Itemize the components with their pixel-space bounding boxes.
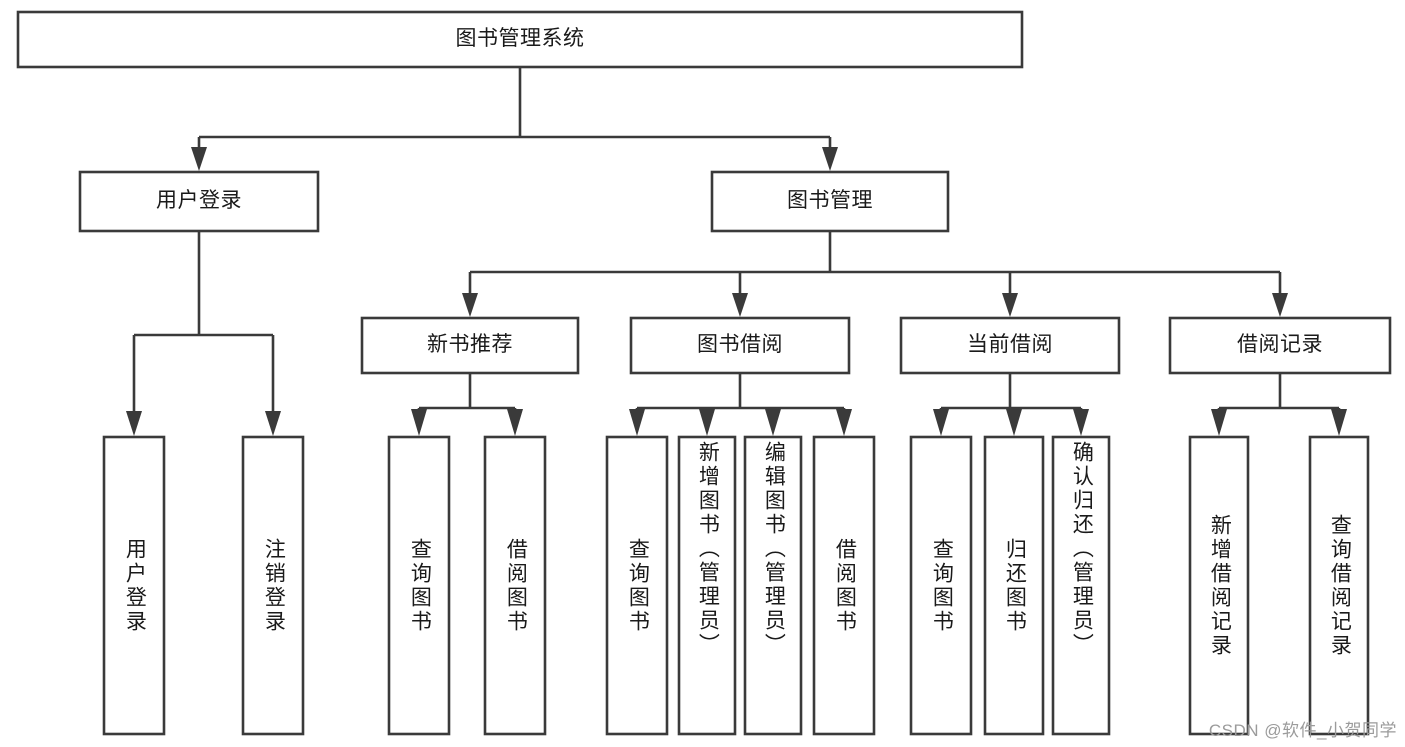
connector-root-to-level1 [197,67,832,150]
arrow-to-leaf-add-borrow-record [1211,409,1227,436]
arrow-to-current-borrow [1002,293,1018,317]
node-box-leaf-confirm-return-admin[interactable] [1051,435,1111,736]
node-box-leaf-add-book-admin[interactable] [677,435,737,736]
arrow-to-leaf-query-book-current [933,409,949,436]
arrow-to-leaf-user-login [126,411,142,436]
connector-bookborrow-to-leaves [635,373,846,414]
node-box-leaf-return-book[interactable] [983,435,1045,736]
arrow-to-user-login [191,147,207,171]
node-box-book-management[interactable] [710,170,950,233]
arrow-to-leaf-return-book [1006,409,1022,436]
node-box-leaf-query-borrow-record[interactable] [1308,435,1370,736]
node-box-user-login[interactable] [78,170,320,233]
arrow-to-leaf-confirm-return-admin [1073,409,1089,436]
arrow-to-leaf-add-book-admin [699,409,715,436]
arrow-to-leaf-query-borrow-record [1331,409,1347,436]
node-box-leaf-logout[interactable] [241,435,305,736]
node-box-leaf-add-borrow-record[interactable] [1188,435,1250,736]
arrow-to-leaf-query-book-borrow [629,409,645,436]
node-box-root[interactable] [16,10,1024,69]
connector-borrowrecord-to-leaves [1217,373,1341,414]
node-box-book-borrow[interactable] [629,316,851,375]
arrow-to-book-borrow [732,293,748,317]
node-box-leaf-query-book-recommend[interactable] [387,435,451,736]
node-box-current-borrow[interactable] [899,316,1121,375]
node-box-leaf-query-book-current[interactable] [909,435,973,736]
node-box-leaf-user-login[interactable] [102,435,166,736]
node-box-leaf-edit-book-admin[interactable] [743,435,803,736]
node-box-new-book-recommend[interactable] [360,316,580,375]
arrow-to-book-management [822,147,838,171]
arrow-to-leaf-logout [265,411,281,436]
connector-bookmgmt-to-level2 [468,231,1282,296]
connector-newbook-to-leaves [417,373,517,414]
arrow-to-leaf-borrow-book-recommend [507,409,523,436]
arrow-to-leaf-edit-book-admin [765,409,781,436]
arrow-to-leaf-query-book-recommend [411,409,427,436]
arrow-to-new-book-recommend [462,293,478,317]
connector-currentborrow-to-leaves [939,373,1083,414]
csdn-watermark: CSDN @软件_小贺同学 [1208,721,1397,740]
node-box-leaf-borrow-book[interactable] [812,435,876,736]
node-box-leaf-borrow-book-recommend[interactable] [483,435,547,736]
node-box-borrow-record[interactable] [1168,316,1392,375]
arrow-to-leaf-borrow-book [836,409,852,436]
node-box-leaf-query-book-borrow[interactable] [605,435,669,736]
arrow-to-borrow-record [1272,293,1288,317]
connector-userlogin-to-leaves [132,231,275,414]
